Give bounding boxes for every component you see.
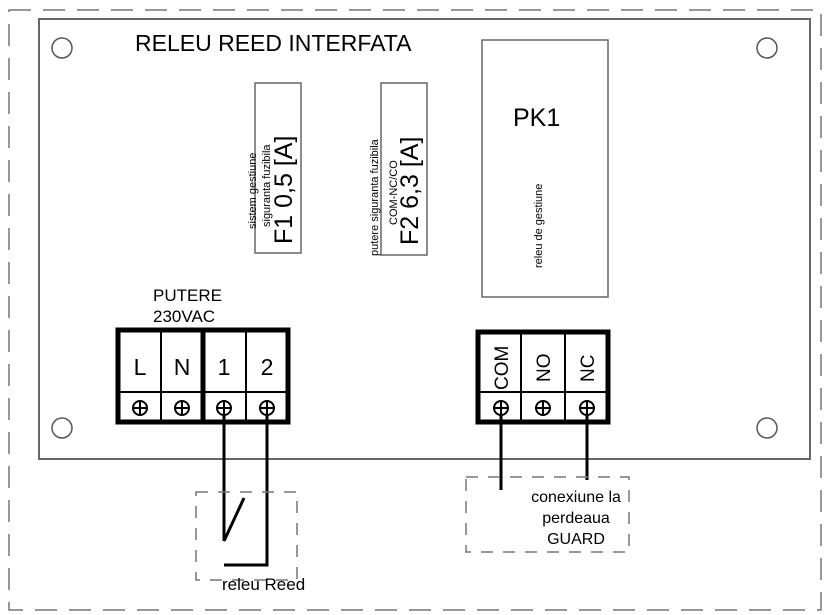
fuse-f1-label-2: siguranta fuzibila [261,144,273,227]
fuse-f2-label-1: putere siguranta fuzibila [369,138,381,256]
guard-label-2: perdeaua [542,510,610,527]
fuse-f1 [254,82,302,254]
terminal-no-label: NO [534,354,555,383]
terminal-l-label: L [134,354,147,380]
fuse-f2 [380,82,428,256]
board-title: RELEU REED INTERFATA [135,30,412,56]
guard-label-3: GUARD [547,531,605,548]
mounting-hole-icon [51,37,73,59]
relay-pk1-label: releu de gestiune [533,184,545,268]
reed-switch-box [195,491,298,581]
relay-pk1 [481,39,609,298]
guard-label-1: conexiune la [531,489,621,506]
power-label-1: PUTERE [153,286,222,305]
terminal-screw-icons [493,400,595,416]
guard-wires [499,416,589,490]
terminal-nc-label: NC [578,355,599,382]
mounting-hole-icon [51,417,73,439]
terminal-2-label: 2 [261,354,274,380]
terminal-com-label: COM [492,346,513,390]
fuse-f2-label-2: COM-NC/CO [388,160,400,225]
power-label-2: 230VAC [153,307,215,326]
terminal-screw-icons [132,400,275,416]
terminal-1-label: 1 [218,354,231,380]
fuse-f2-code: F2 6,3 [A] [396,137,424,245]
enclosure-outline [8,9,822,611]
fuse-f1-label-1: sistem gestiune [247,153,259,229]
reed-switch-label: releu Reed [222,575,305,594]
reed-switch-wires [222,416,269,567]
guard-connection-box [465,476,630,553]
terminal-n-label: N [174,354,191,380]
mounting-hole-icon [756,417,778,439]
relay-pk1-code: PK1 [513,104,560,132]
mounting-hole-icon [756,37,778,59]
fuse-f1-code: F1 0,5 [A] [270,136,298,244]
